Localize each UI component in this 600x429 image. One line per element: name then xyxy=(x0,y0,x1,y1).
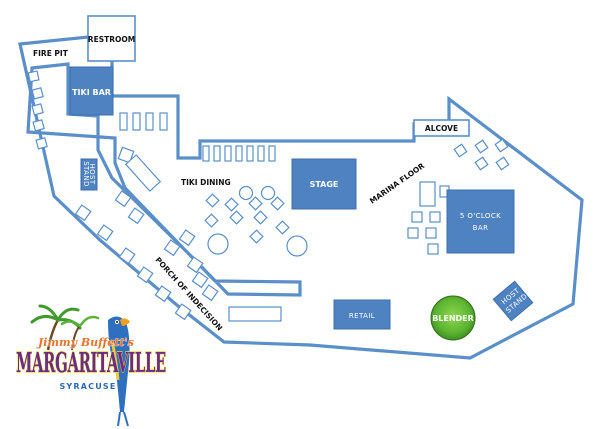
logo-script-text: Jimmy Buffett's xyxy=(36,336,134,349)
porch-seating xyxy=(74,190,219,321)
five-oclock-bar-line2: BAR xyxy=(473,224,489,232)
logo-location-text: SYRACUSE xyxy=(59,382,116,391)
fire-pit-seating xyxy=(27,70,48,150)
blender-zone: BLENDER xyxy=(430,295,476,341)
host-stand-left: HOST STAND xyxy=(80,158,98,191)
parrot-icon xyxy=(108,316,130,427)
retail-zone: RETAIL xyxy=(333,299,391,330)
retail-label: RETAIL xyxy=(349,312,375,320)
five-oclock-bar-line1: 5 O'CLOCK xyxy=(460,212,501,220)
alcove-box: ALCOVE xyxy=(413,119,470,137)
tiki-bar-zone: TIKI BAR xyxy=(69,66,114,116)
host-stand-left-line2: STAND xyxy=(82,161,90,187)
host-stand-right: HOST STAND xyxy=(492,280,534,322)
porch-bench xyxy=(228,306,282,322)
stage-zone: STAGE xyxy=(291,158,357,210)
logo-name-text: MARGARITAVILLE xyxy=(16,348,166,379)
host-stand-left-line1: HOST xyxy=(88,163,96,184)
restroom-label: RESTROOM xyxy=(88,35,135,44)
tiki-dining-bar-seats xyxy=(202,145,276,162)
palm-tree-icon xyxy=(30,304,100,351)
margaritaville-logo: Jimmy Buffett's MARGARITAVILLE SYRACUSE xyxy=(15,304,167,427)
stage-label: STAGE xyxy=(310,180,339,189)
tiki-dining-label: TIKI DINING xyxy=(181,178,231,187)
blender-label: BLENDER xyxy=(432,314,474,323)
marina-floor-label: MARINA FLOOR xyxy=(368,161,426,206)
tiki-bar-label: TIKI BAR xyxy=(72,88,111,97)
alcove-label: ALCOVE xyxy=(425,124,458,133)
fire-pit-label: FIRE PIT xyxy=(33,49,69,58)
restroom-box: RESTROOM xyxy=(87,15,136,62)
marina-seating xyxy=(407,138,510,255)
tiki-dining-tables xyxy=(204,185,308,257)
five-oclock-bar-zone: 5 O'CLOCK BAR xyxy=(446,189,515,254)
tiki-bar-seats xyxy=(117,112,168,192)
